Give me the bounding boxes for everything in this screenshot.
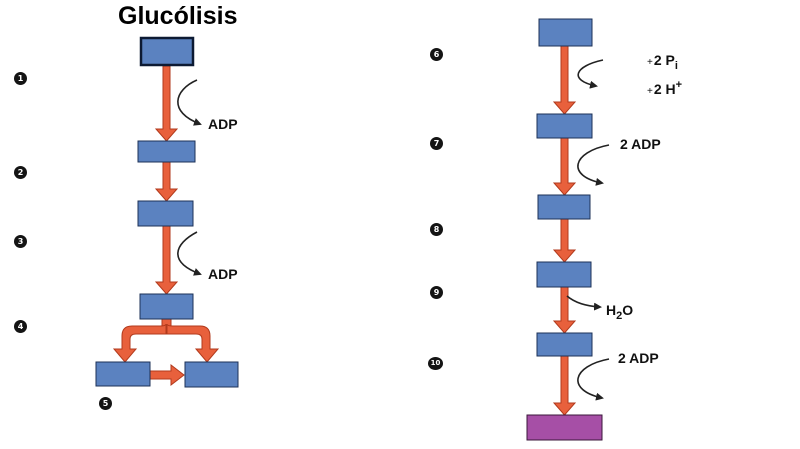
- side-arrow-step-7: [577, 144, 610, 186]
- label-adp-step-1: ADP: [208, 116, 238, 132]
- box-g3p: [184, 361, 239, 388]
- step-number-7: 7: [430, 137, 443, 150]
- step-number-10: 10: [428, 357, 443, 370]
- step-number-3: 3: [14, 235, 27, 248]
- arrow-step-4-left: [112, 323, 167, 363]
- label-h-superscript: +: [675, 79, 683, 91]
- diagram-title: Glucólisis: [118, 2, 238, 30]
- right-main-arrows: [552, 45, 577, 416]
- arrow-step-8: [552, 218, 577, 263]
- label-pi-step-6: +2 Pi: [647, 52, 678, 72]
- side-arrow-step-9: [566, 295, 602, 311]
- left-main-arrows: [112, 65, 220, 387]
- step-number-2: 2: [14, 166, 27, 179]
- label-h-text: 2 H: [653, 81, 676, 97]
- label-h2o-h: H: [606, 302, 617, 318]
- box-g6p: [137, 140, 196, 163]
- box-13bpg: [538, 18, 593, 47]
- label-adp-step-3: ADP: [208, 266, 238, 282]
- label-h2o-o: O: [622, 302, 634, 318]
- step-number-5: 5: [99, 397, 112, 410]
- plus-sign: +: [647, 86, 653, 97]
- label-pi-text: 2 P: [653, 52, 675, 68]
- box-f16bp: [139, 293, 194, 320]
- arrow-step-4-right: [166, 323, 220, 363]
- side-arrow-step-3: [177, 231, 202, 276]
- box-f6p: [137, 200, 194, 227]
- arrow-step-10: [552, 355, 577, 416]
- box-pyruvate: [526, 414, 603, 441]
- box-pep: [536, 261, 592, 288]
- label-h-step-6: +2 H+: [647, 79, 683, 97]
- box-glucose: [139, 36, 195, 67]
- step-number-8: 8: [430, 223, 443, 236]
- side-arrow-step-6: [577, 59, 604, 89]
- side-arrow-step-10: [577, 358, 610, 401]
- step-number-1: 1: [14, 72, 27, 85]
- arrow-step-7: [552, 137, 577, 196]
- arrow-step-6: [552, 45, 577, 115]
- step-number-4: 4: [14, 320, 27, 333]
- step-number-9: 9: [430, 286, 443, 299]
- side-arrow-step-1: [177, 79, 202, 126]
- label-h2o-step-9: H2O: [606, 302, 634, 322]
- label-2adp-step-7: 2 ADP: [620, 136, 661, 152]
- label-pi-subscript: i: [674, 60, 678, 72]
- arrow-step-1: [154, 65, 179, 142]
- box-dhap: [95, 361, 151, 387]
- arrow-step-9: [552, 286, 577, 334]
- arrow-step-2: [154, 161, 179, 202]
- label-2adp-step-10: 2 ADP: [618, 350, 659, 366]
- label-h2o-subscript: 2: [616, 310, 623, 322]
- box-pep-2: [536, 332, 593, 357]
- arrow-step-5: [149, 363, 185, 387]
- step-number-6: 6: [430, 48, 443, 61]
- arrow-step-3: [154, 225, 179, 295]
- box-2pg: [537, 194, 591, 220]
- box-3pg: [536, 113, 593, 139]
- plus-sign: +: [647, 57, 653, 68]
